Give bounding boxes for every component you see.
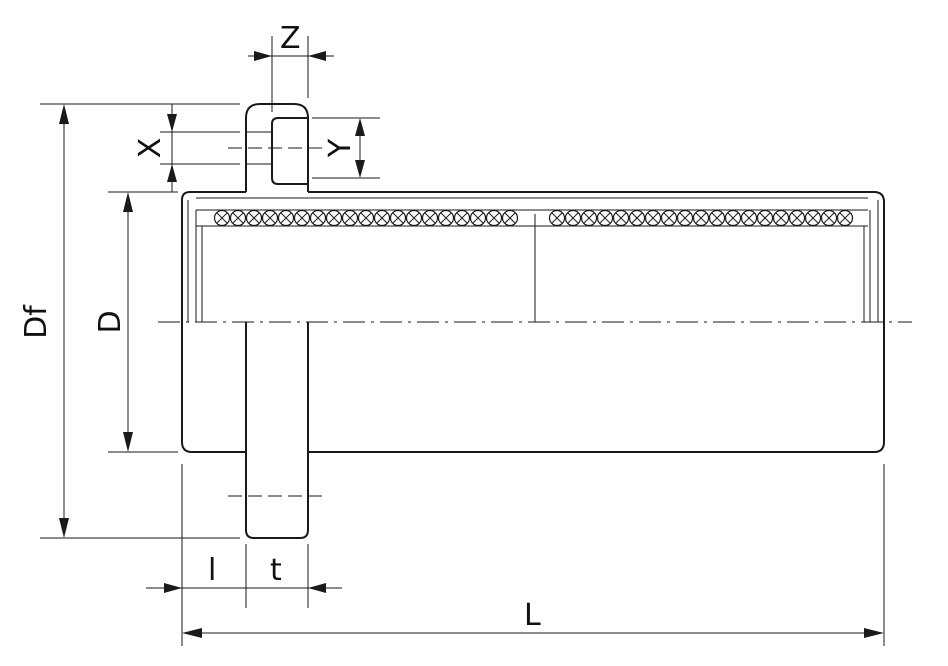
label-x: X: [133, 138, 168, 159]
ball-hatch: [216, 212, 228, 224]
ball-hatch: [551, 212, 563, 224]
ball-hatch: [360, 212, 372, 224]
ball-hatch: [759, 212, 771, 224]
ball-hatch: [264, 212, 276, 224]
ball-hatch: [791, 212, 803, 224]
ball-hatch: [711, 212, 723, 224]
ball-hatch: [280, 212, 292, 224]
dim-d-arrow-top: [123, 192, 133, 212]
dim-df-arrow-top: [59, 104, 69, 124]
ball-hatch: [823, 212, 835, 224]
ball-hatch: [583, 212, 595, 224]
ball-hatch: [344, 212, 356, 224]
flange-outline: [245, 103, 309, 192]
label-l-small: l: [208, 553, 216, 588]
housing-lower-right: [308, 322, 885, 453]
dim-df-arrow-bottom: [59, 518, 69, 538]
ball-hatch: [392, 212, 404, 224]
ball-hatch: [424, 212, 436, 224]
dim-d-arrow-bottom: [123, 432, 133, 452]
ball-hatch: [296, 212, 308, 224]
ball-hatch: [695, 212, 707, 224]
dim-x-arrow-top: [167, 114, 177, 132]
ball-hatch: [328, 212, 340, 224]
dim-z-arrow-right: [308, 51, 326, 61]
flange-lower-outline: [245, 322, 309, 539]
ball-hatch: [376, 212, 388, 224]
ball-hatch: [647, 212, 659, 224]
label-L: L: [524, 598, 541, 633]
ball-hatch: [775, 212, 787, 224]
ball-hatch: [312, 212, 324, 224]
ball-hatch: [663, 212, 675, 224]
dim-x-arrow-bottom: [167, 164, 177, 182]
dim-L-arrow-right: [864, 628, 884, 638]
ball-hatch: [504, 212, 516, 224]
ball-hatch: [456, 212, 468, 224]
label-d: D: [93, 310, 128, 333]
ball-hatch: [839, 212, 851, 224]
ball-hatch: [807, 212, 819, 224]
ball-hatch: [408, 212, 420, 224]
ball-hatch: [727, 212, 739, 224]
dim-y-arrow-bottom: [355, 160, 365, 178]
counterbore-pocket: [271, 117, 308, 185]
label-z: Z: [280, 21, 301, 56]
ball-row-right: [548, 209, 854, 227]
housing-top-outline: [181, 191, 246, 322]
ball-hatch: [440, 212, 452, 224]
ball-hatch: [615, 212, 627, 224]
dim-z-arrow-left: [254, 51, 272, 61]
dim-y-arrow-top: [355, 118, 365, 136]
housing-top-right-outline: [308, 191, 885, 322]
ball-hatch: [599, 212, 611, 224]
housing-lower-left: [181, 322, 246, 453]
ball-hatch: [488, 212, 500, 224]
ball-hatch: [567, 212, 579, 224]
ball-hatch: [679, 212, 691, 224]
label-y: Y: [323, 138, 358, 158]
dim-L-arrow-left: [182, 628, 202, 638]
ball-hatch: [232, 212, 244, 224]
ball-row-left: [213, 209, 519, 227]
ball-hatch: [743, 212, 755, 224]
ball-hatch: [472, 212, 484, 224]
left-retainer: [187, 200, 203, 322]
ball-hatch: [248, 212, 260, 224]
ball-hatch: [631, 212, 643, 224]
dim-l-arrow-left: [164, 583, 182, 593]
label-t: t: [270, 553, 282, 588]
right-retainer: [863, 200, 879, 322]
dim-t-arrow-right: [308, 583, 326, 593]
label-df: Df: [19, 304, 54, 339]
